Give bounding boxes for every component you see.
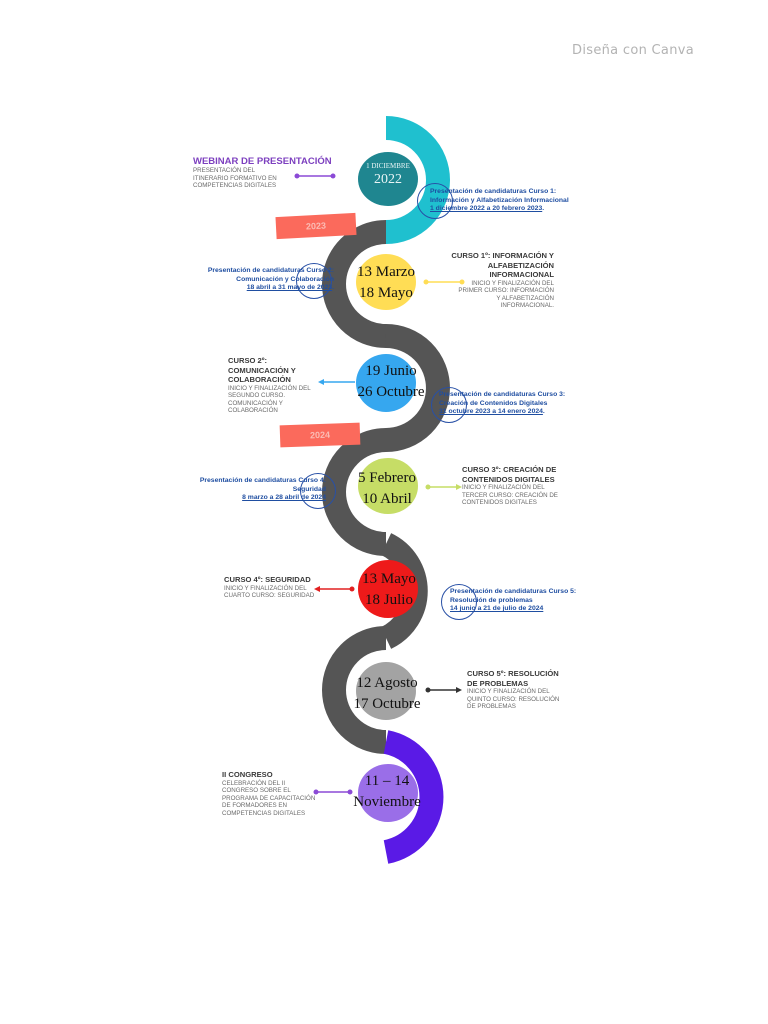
candidatura-curso-5-dates-link[interactable]: 14 junio a 21 de julio de 2024	[450, 605, 544, 613]
candidatura-curso-4: Presentación de candidaturas Curso 4: Se…	[199, 477, 326, 502]
candidatura-curso-1-dates-link[interactable]: 1 diciembre 2022 a 20 febrero 2023	[430, 205, 543, 213]
track-segment-1	[322, 220, 387, 348]
congreso-title: II CONGRESO	[222, 770, 273, 779]
outline-ring	[417, 183, 453, 219]
outline-ring	[296, 263, 332, 299]
connector-curso-5	[425, 687, 462, 693]
candidatura-curso-3: Presentación de candidaturas Curso 3: Cr…	[439, 391, 566, 416]
node-dic-2022-year: 2022	[374, 172, 402, 187]
canva-brand[interactable]: Diseña con Canva	[572, 43, 694, 58]
connector-congreso	[313, 789, 353, 795]
node-dic-2022	[358, 152, 418, 206]
track-top-arc	[385, 116, 450, 244]
year-tag-2023: 2023	[275, 212, 357, 240]
track-segment-2	[385, 324, 450, 452]
webinar-block: WEBINAR DE PRESENTACIÓN PRESENTACIÓN DEL…	[193, 156, 333, 190]
outline-ring	[431, 387, 467, 423]
candidatura-curso-5: Presentación de candidaturas Curso 5: Re…	[450, 588, 577, 613]
node-dic-2022-label: 1 DICIEMBRE	[366, 162, 410, 170]
connector-curso-1	[423, 279, 465, 285]
year-tag-2024: 2024	[279, 422, 361, 448]
curso-4-block: CURSO 4º: SEGURIDAD INICIO Y FINALIZACIÓ…	[224, 575, 324, 600]
node-congreso	[358, 764, 418, 822]
connector-curso-3	[425, 484, 462, 490]
node-curso-3	[358, 458, 418, 514]
outline-ring	[300, 473, 336, 509]
connector-webinar	[294, 173, 336, 179]
candidatura-curso-2-dates-link[interactable]: 18 abril a 31 mayo de 2023	[246, 284, 333, 292]
webinar-title: WEBINAR DE PRESENTACIÓN	[193, 156, 332, 167]
candidatura-curso-2: Presentación de candidaturas Curso 2: Co…	[207, 267, 334, 292]
node-curso-5	[356, 662, 416, 720]
outline-ring	[441, 584, 477, 620]
connector-curso-4	[314, 586, 355, 592]
curso-4-title: CURSO 4º: SEGURIDAD	[224, 575, 311, 584]
node-curso-4	[358, 560, 418, 618]
candidatura-curso-4-dates-link[interactable]: 8 marzo a 28 abril de 2024	[242, 494, 326, 502]
candidatura-curso-3-dates-link[interactable]: 31 octubre 2023 a 14 enero 2024	[439, 408, 543, 416]
node-curso-1	[356, 254, 416, 310]
node-curso-2	[356, 354, 416, 412]
candidatura-curso-1: Presentación de candidaturas Curso 1: In…	[430, 188, 569, 213]
track-bottom-arc	[383, 730, 444, 864]
connector-curso-2	[318, 379, 355, 385]
track-segment-5	[322, 626, 387, 754]
